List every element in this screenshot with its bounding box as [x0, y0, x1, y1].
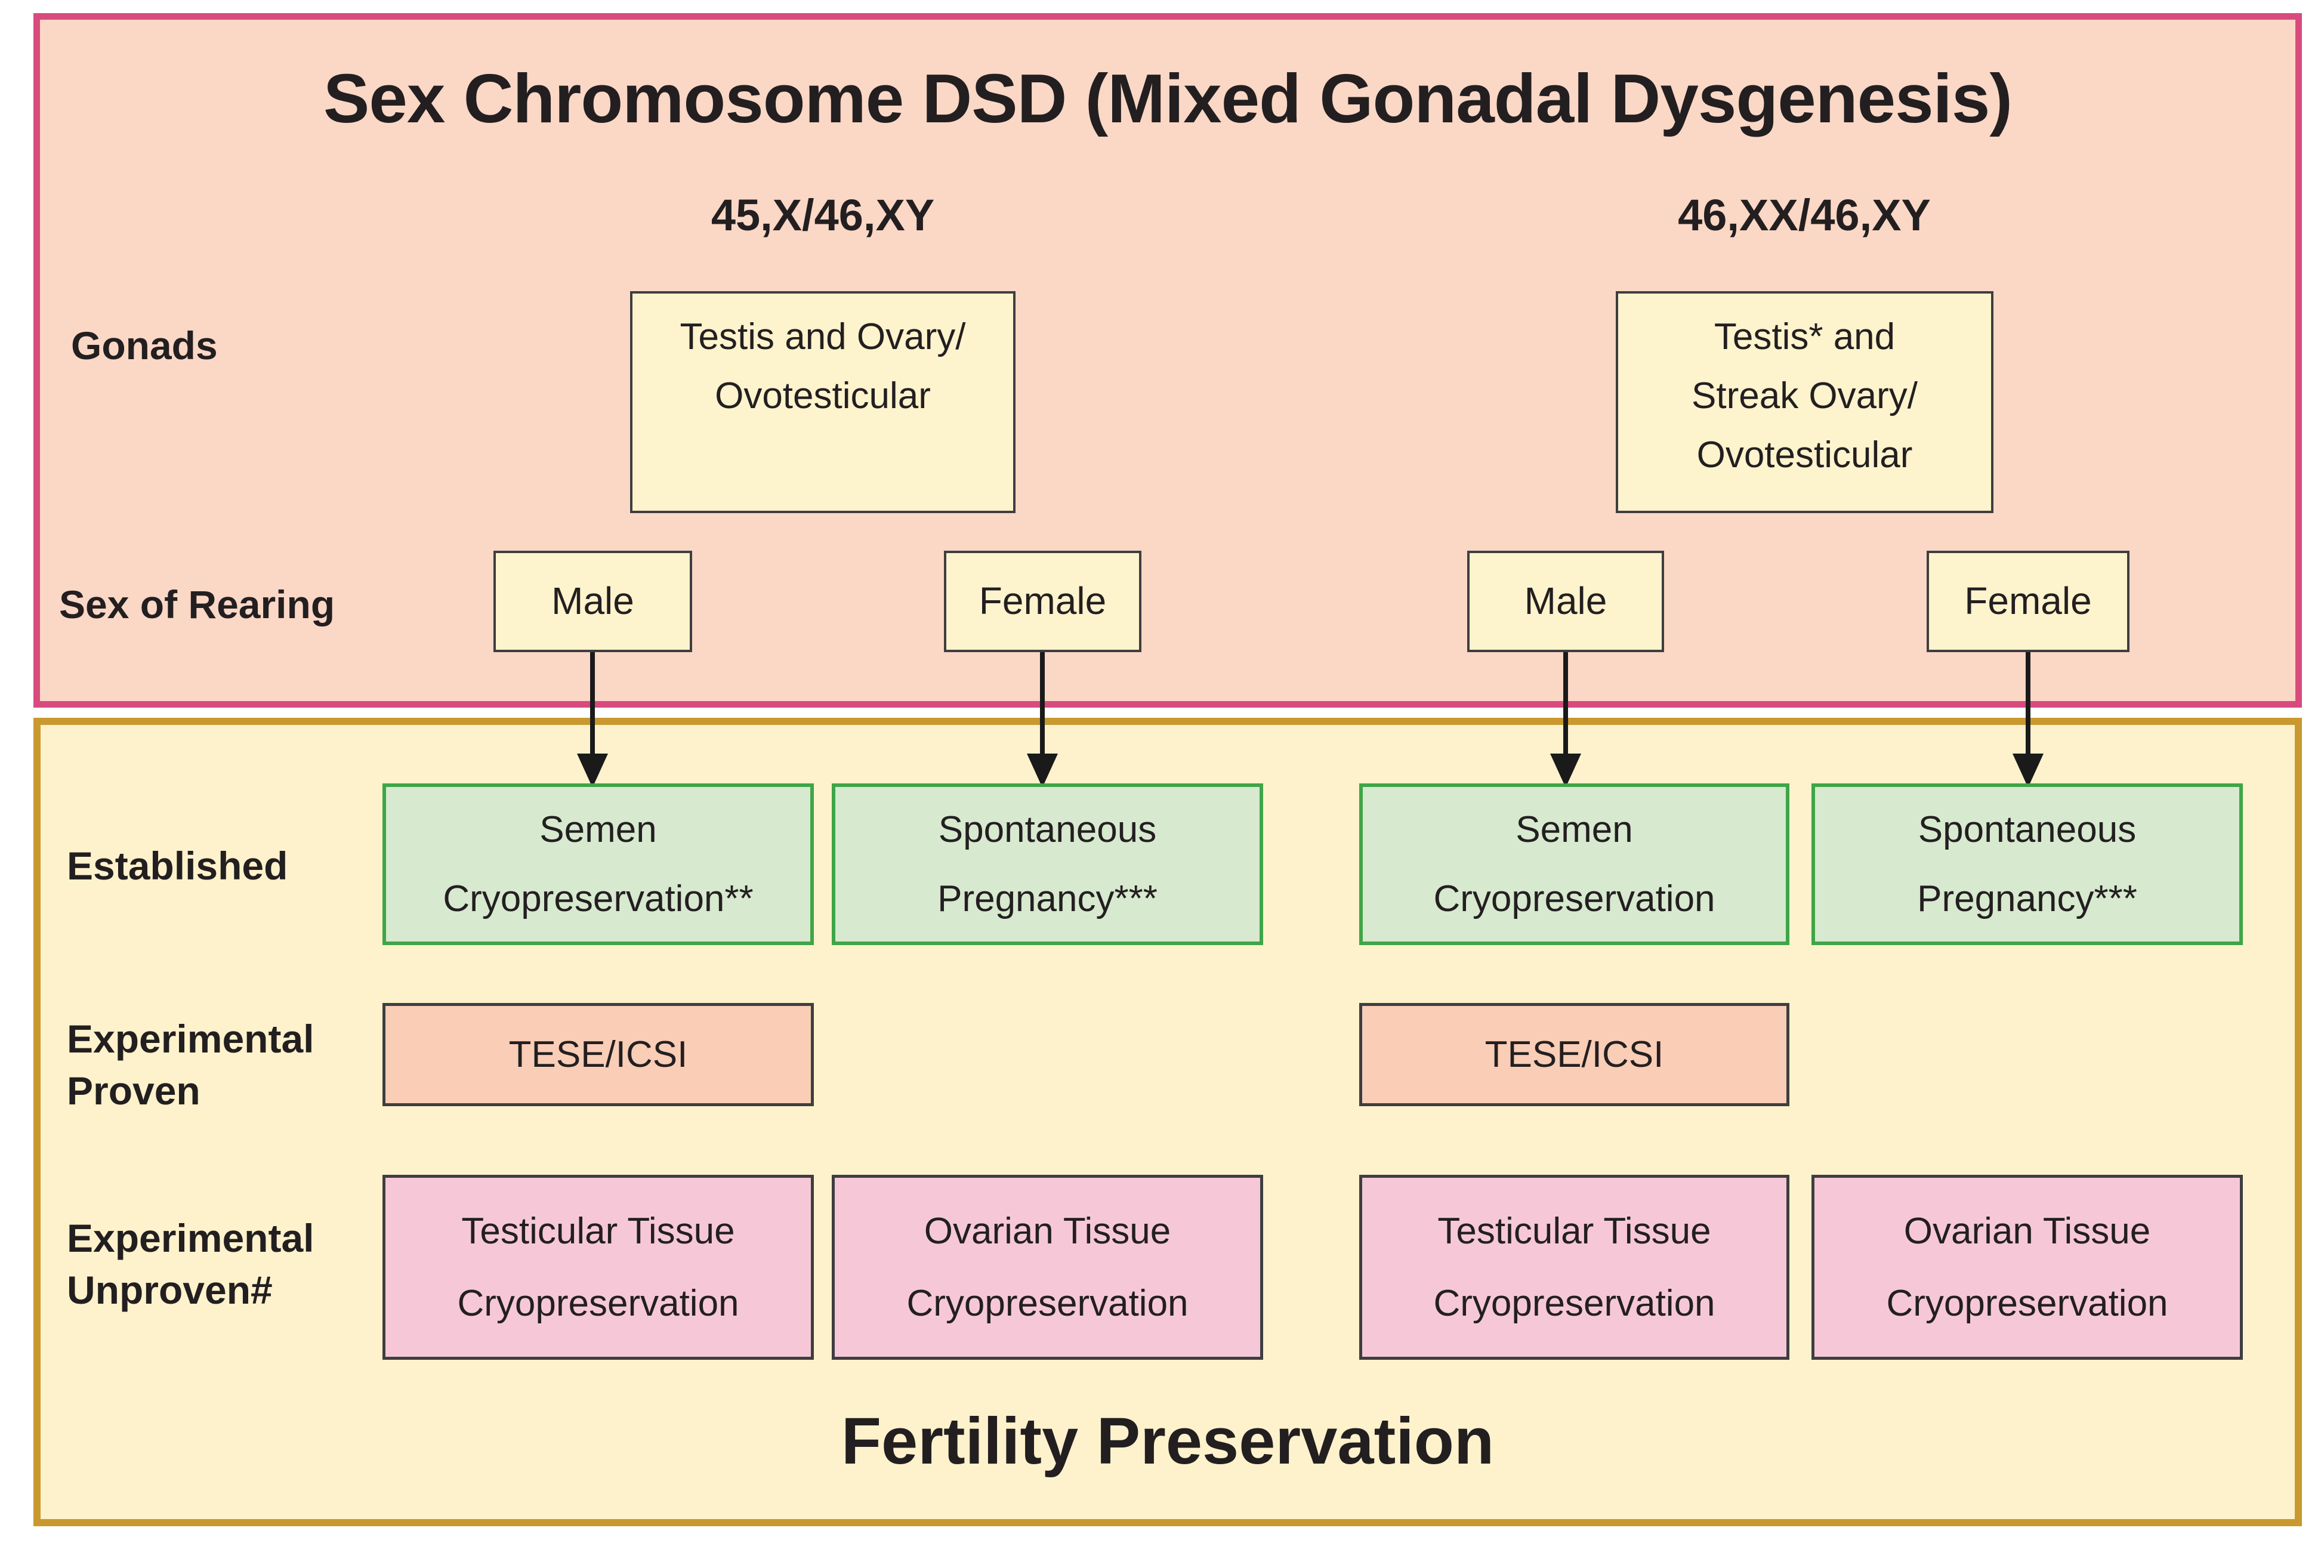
unproven-box-46xx-female: Ovarian Tissue Cryopreservation [1811, 1175, 2243, 1360]
arrow-head-icon [2013, 754, 2044, 788]
arrow-head-icon [1550, 754, 1581, 788]
established-line: Cryopreservation [1433, 878, 1715, 919]
arrow-shaft [2026, 652, 2030, 755]
unproven-box-46xx-male: Testicular Tissue Cryopreservation [1359, 1175, 1789, 1360]
established-box-46xx-female: Spontaneous Pregnancy*** [1811, 783, 2243, 945]
arrow-46xx-male [1550, 652, 1581, 788]
established-box-45x-male: Semen Cryopreservation** [382, 783, 814, 945]
arrow-45x-female [1027, 652, 1058, 788]
unproven-box-45x-male: Testicular Tissue Cryopreservation [382, 1175, 814, 1360]
gonads-box-45x-line1: Testis and Ovary/ [680, 316, 966, 357]
footer-title: Fertility Preservation [841, 1405, 1495, 1478]
unproven-box-45x-female: Ovarian Tissue Cryopreservation [832, 1175, 1263, 1360]
gonads-box-46xx-line2: Streak Ovary/ [1692, 375, 1918, 417]
established-line: Spontaneous [938, 809, 1157, 851]
unproven-line: Cryopreservation [457, 1283, 739, 1324]
arrow-shaft [1040, 652, 1045, 755]
established-box-45x-female: Spontaneous Pregnancy*** [832, 783, 1263, 945]
gonads-box-45x: Testis and Ovary/ Ovotesticular [630, 291, 1016, 513]
established-line: Pregnancy*** [1917, 878, 2137, 919]
gonads-box-46xx-line1: Testis* and [1714, 316, 1896, 357]
unproven-line: Testicular Tissue [461, 1210, 735, 1252]
arrow-45x-male [577, 652, 608, 788]
established-line: Spontaneous [1918, 809, 2137, 851]
arrow-head-icon [1027, 754, 1058, 788]
unproven-line: Cryopreservation [1886, 1283, 2168, 1324]
tese-icsi-box-45x: TESE/ICSI [382, 1003, 814, 1106]
established-line: Semen [539, 809, 657, 851]
karyotype-label-45x-46xy: 45,X/46,XY [711, 190, 935, 240]
row-label-line: Unproven# [67, 1268, 273, 1313]
row-label-line: Experimental [67, 1216, 314, 1260]
sex-box-46xx-male: Male [1467, 551, 1664, 652]
sex-box-45x-female: Female [944, 551, 1141, 652]
diagram-title: Sex Chromosome DSD (Mixed Gonadal Dysgen… [323, 60, 2013, 137]
row-label-established: Established [67, 844, 288, 888]
arrow-46xx-female [2013, 652, 2044, 788]
established-line: Cryopreservation** [443, 878, 754, 919]
arrow-shaft [590, 652, 595, 755]
tese-icsi-box-46xx: TESE/ICSI [1359, 1003, 1789, 1106]
sex-box-46xx-female: Female [1927, 551, 2129, 652]
gonads-box-46xx: Testis* and Streak Ovary/ Ovotesticular [1616, 291, 1993, 513]
established-line: Semen [1516, 809, 1633, 851]
row-label-line: Proven [67, 1069, 200, 1113]
row-label-sex-of-rearing: Sex of Rearing [59, 582, 335, 626]
gonads-box-46xx-line3: Ovotesticular [1696, 434, 1913, 476]
unproven-line: Ovarian Tissue [1903, 1210, 2151, 1252]
arrow-head-icon [577, 754, 608, 788]
gonads-box-45x-line2: Ovotesticular [715, 375, 931, 417]
sex-box-45x-male: Male [493, 551, 692, 652]
unproven-line: Cryopreservation [906, 1283, 1189, 1324]
unproven-line: Cryopreservation [1433, 1283, 1715, 1324]
karyotype-label-46xx-46xy: 46,XX/46,XY [1678, 190, 1931, 240]
unproven-line: Ovarian Tissue [924, 1210, 1171, 1252]
row-label-gonads: Gonads [71, 323, 218, 368]
row-label-experimental-unproven: Experimental Unproven# [67, 1212, 314, 1316]
arrow-shaft [1563, 652, 1568, 755]
established-line: Pregnancy*** [937, 878, 1158, 919]
unproven-line: Testicular Tissue [1437, 1210, 1711, 1252]
row-label-line: Experimental [67, 1017, 314, 1061]
row-label-experimental-proven: Experimental Proven [67, 1013, 314, 1117]
established-box-46xx-male: Semen Cryopreservation [1359, 783, 1789, 945]
